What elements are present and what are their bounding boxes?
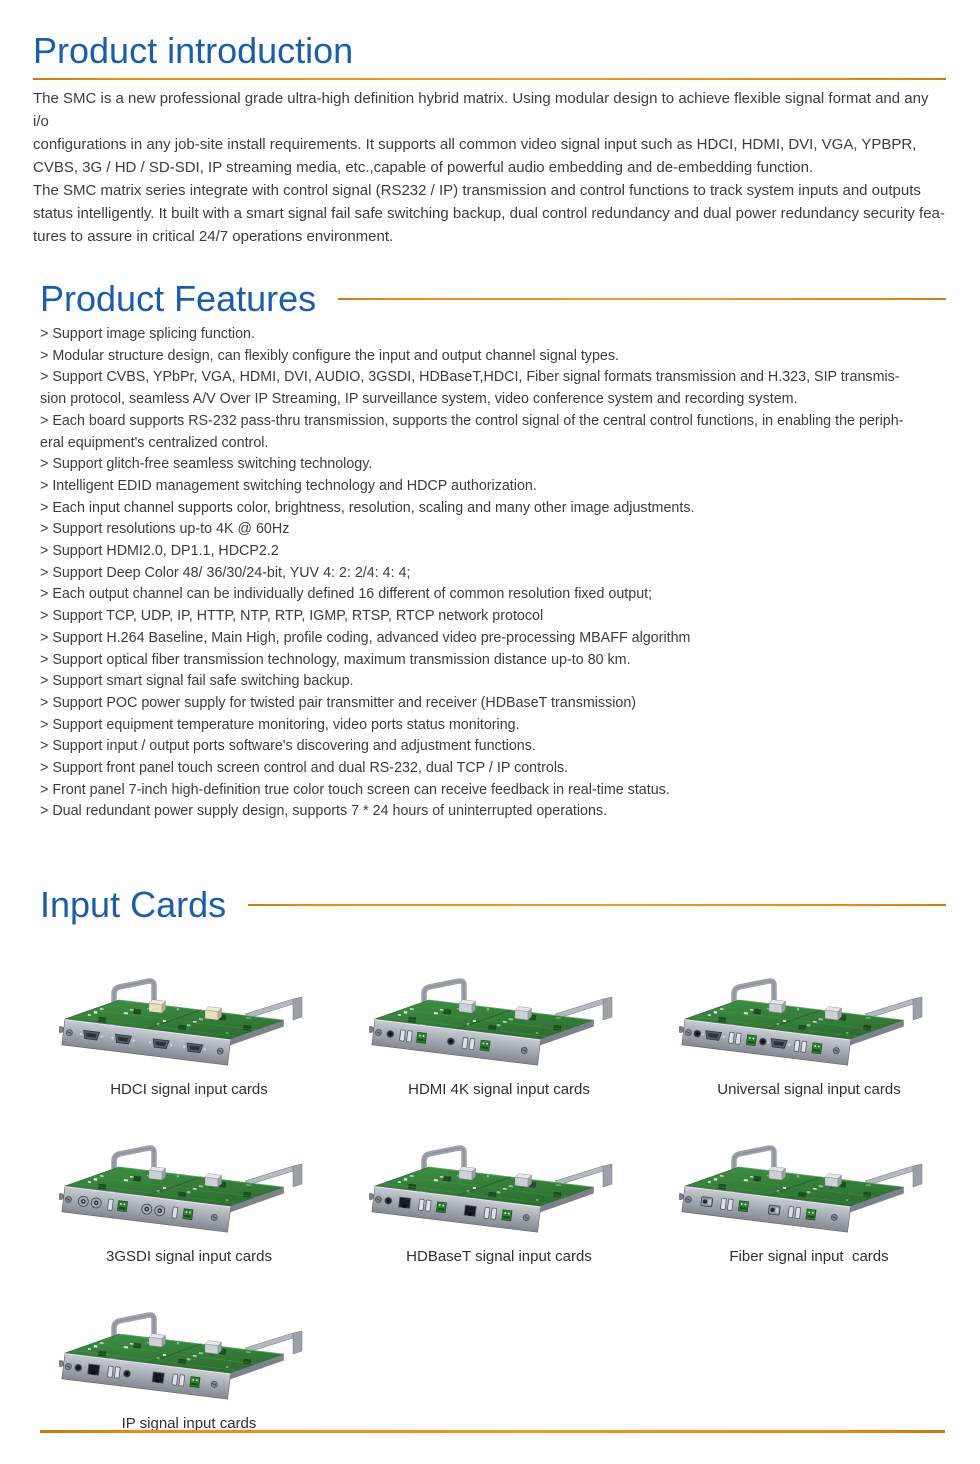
- feature-item: > Each board supports RS-232 pass-thru t…: [40, 412, 904, 451]
- product-introduction-title: Product introduction: [33, 30, 354, 71]
- input-cards-heading-row: Input Cards: [40, 887, 946, 923]
- footer-orange-rule: [40, 1430, 945, 1433]
- orange-rule-introduction: [33, 78, 946, 80]
- feature-item: > Front panel 7-inch high-definition tru…: [40, 781, 670, 798]
- product-features-title: Product Features: [40, 278, 317, 319]
- input-card-caption: IP signal input cards: [121, 1415, 257, 1433]
- feature-item: > Dual redundant power supply design, su…: [40, 803, 608, 820]
- feature-item: > Support HDMI2.0, DP1.1, HDCP2.2: [40, 543, 279, 560]
- features-list: > Support image splicing function. > Modu…: [40, 324, 946, 823]
- input-card-image-fiber: [679, 1140, 939, 1238]
- input-card-hdmi4k: HDMI 4K signal input cards: [344, 973, 654, 1098]
- product-features-heading-row: Product Features: [40, 281, 946, 317]
- section-product-features: Product Features > Support image splicin…: [40, 281, 946, 823]
- section-input-cards: Input Cards: [40, 887, 946, 1432]
- section-product-introduction: Product introduction The SMC is a new pr…: [33, 33, 946, 248]
- input-card-caption: HDCI signal input cards: [110, 1081, 268, 1099]
- feature-item: > Support front panel touch screen contr…: [40, 760, 569, 777]
- feature-item: > Intelligent EDID management switching …: [40, 477, 537, 494]
- feature-item: > Support CVBS, YPbPr, VGA, HDMI, DVI, A…: [40, 369, 900, 408]
- orange-rule-input-cards: [248, 904, 946, 907]
- input-card-caption: 3GSDI signal input cards: [106, 1248, 272, 1266]
- input-card-image-3gsdi: [59, 1140, 319, 1238]
- feature-item: > Each output channel can be individuall…: [40, 586, 653, 603]
- input-card-image-hdbaset: [369, 1140, 629, 1238]
- feature-item: > Support input / output ports software'…: [40, 738, 536, 755]
- input-card-3gsdi: 3GSDI signal input cards: [34, 1140, 344, 1265]
- intro-paragraph-2: The SMC matrix series integrate with con…: [33, 182, 945, 245]
- input-card-hdbaset: HDBaseT signal input cards: [344, 1140, 654, 1265]
- input-cards-grid: HDCI signal input cards HDMI 4K signal i…: [34, 973, 946, 1432]
- feature-item: > Support H.264 Baseline, Main High, pro…: [40, 629, 691, 646]
- input-card-image-hdmi4k: [369, 973, 629, 1071]
- feature-item: > Modular structure design, can flexibly…: [40, 347, 619, 364]
- feature-item: > Support smart signal fail safe switchi…: [40, 673, 354, 690]
- intro-paragraph-1: The SMC is a new professional grade ultr…: [33, 90, 929, 176]
- input-card-caption: HDMI 4K signal input cards: [408, 1081, 590, 1099]
- input-card-image-hdci: [59, 973, 319, 1071]
- feature-item: > Support image splicing function.: [40, 326, 255, 342]
- input-card-ip: IP signal input cards: [34, 1307, 344, 1432]
- feature-item: > Support TCP, UDP, IP, HTTP, NTP, RTP, …: [40, 608, 544, 625]
- input-card-hdci: HDCI signal input cards: [34, 973, 344, 1098]
- input-card-image-ip: [59, 1307, 319, 1405]
- input-card-universal: Universal signal input cards: [654, 973, 964, 1098]
- input-card-caption: HDBaseT signal input cards: [406, 1248, 592, 1266]
- feature-item: > Support equipment temperature monitori…: [40, 716, 520, 733]
- feature-item: > Support resolutions up-to 4K @ 60Hz: [40, 521, 290, 538]
- input-cards-title: Input Cards: [40, 884, 227, 926]
- input-card-fiber: Fiber signal input cards: [654, 1140, 964, 1265]
- input-card-caption: Universal signal input cards: [717, 1081, 901, 1099]
- input-card-caption: Fiber signal input cards: [729, 1248, 889, 1266]
- input-card-image-universal: [679, 973, 939, 1071]
- feature-item: > Support POC power supply for twisted p…: [40, 694, 637, 711]
- feature-item: > Support glitch-free seamless switching…: [40, 456, 373, 473]
- feature-item: > Each input channel supports color, bri…: [40, 499, 695, 516]
- feature-item: > Support optical fiber transmission tec…: [40, 651, 631, 668]
- feature-item: > Support Deep Color 48/ 36/30/24-bit, Y…: [40, 564, 411, 581]
- orange-rule-features: [338, 298, 946, 300]
